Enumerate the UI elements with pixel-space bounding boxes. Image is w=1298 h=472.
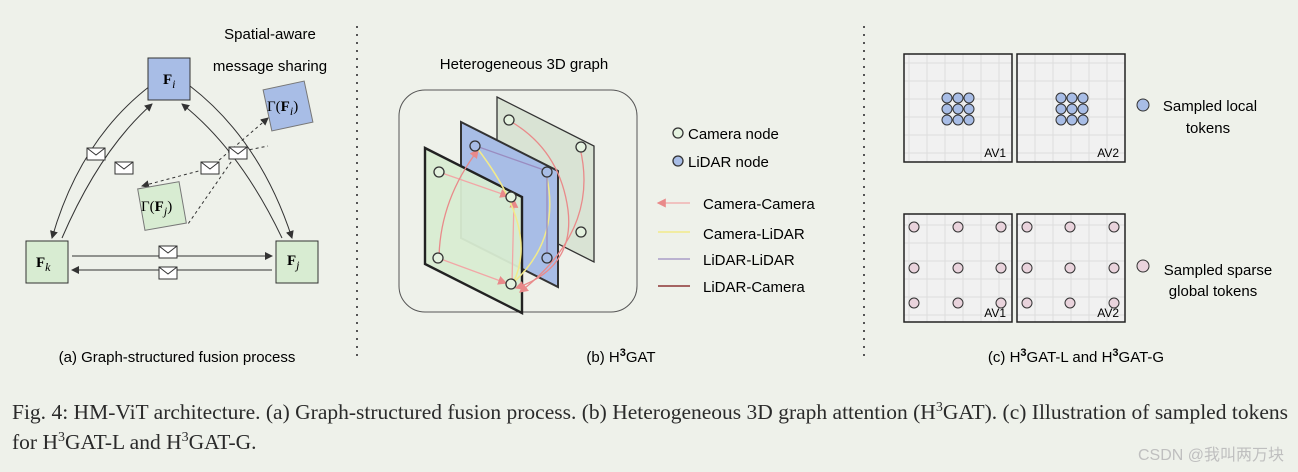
camera-node <box>505 278 517 290</box>
node-gamma-fi <box>262 80 314 132</box>
node-fi-label: Fi <box>163 72 176 91</box>
panel-a: Fi Fk Fj Γ(Fi) Γ(Fj) Spatial-aware messa… <box>25 26 327 366</box>
camera-node <box>503 114 515 126</box>
edge-fk-fi <box>61 103 153 239</box>
label-spatial-aware: Spatial-aware <box>224 26 316 43</box>
node-fk-label: Fk <box>36 255 51 274</box>
plane-camera <box>423 146 524 315</box>
edge-camera-lidar <box>476 147 522 284</box>
tile-label: AV1 <box>984 146 1006 160</box>
node-fj <box>275 240 319 284</box>
lidar-node <box>469 140 481 152</box>
node-gamma-fi-label: Γ(Fi) <box>267 99 298 118</box>
edge-camera-camera <box>437 257 508 285</box>
edge-camera-camera <box>438 171 510 198</box>
message-icon <box>200 161 220 175</box>
legend-camera-node-icon <box>672 127 684 139</box>
figure-canvas: Fi Fk Fj Γ(Fi) Γ(Fj) Spatial-aware messa… <box>25 26 1272 366</box>
legend-global-token-icon <box>1136 259 1150 273</box>
message-icon <box>114 161 134 175</box>
dashed-edge-gamma-i <box>209 117 269 169</box>
lidar-node <box>541 252 553 264</box>
caption-b: (b) H3GAT <box>586 347 655 366</box>
message-icon <box>86 147 106 161</box>
node-fj-label: Fj <box>287 253 300 272</box>
legend-lidar-lidar-label: LiDAR-LiDAR <box>703 252 795 269</box>
global-token-grid <box>1021 221 1120 309</box>
graph-title: Heterogeneous 3D graph <box>440 56 608 73</box>
edge-lidar-camera <box>509 120 570 290</box>
edge-lidar-lidar <box>475 145 545 171</box>
local-token-grid <box>941 92 975 126</box>
tile-label: AV2 <box>1097 146 1119 160</box>
panel-c: AV1 AV2 Sampled local tokens AV1 AV2 <box>903 53 1272 366</box>
legend-local-tokens-line2: tokens <box>1186 120 1230 137</box>
global-token-grid <box>908 221 1007 309</box>
dashed-edge-gamma-i-2 <box>237 145 269 153</box>
legend-local-tokens-line1: Sampled local <box>1163 98 1257 115</box>
dashed-edge-gamma-j-2 <box>187 151 239 225</box>
node-gamma-fj-label: Γ(Fj) <box>141 199 172 218</box>
panel-b: Heterogeneous 3D graph Camera node <box>398 56 815 366</box>
camera-node <box>433 166 445 178</box>
figure-caption: Fig. 4: HM-ViT architecture. (a) Graph-s… <box>12 399 1288 454</box>
legend-lidar-camera-label: LiDAR-Camera <box>703 279 805 296</box>
local-token-grid <box>1055 92 1089 126</box>
node-fk <box>25 240 69 284</box>
legend-lidar-node-icon <box>672 155 684 167</box>
camera-node <box>432 252 444 264</box>
legend-local-token-icon <box>1136 98 1150 112</box>
legend-global-tokens-line2: global tokens <box>1169 283 1257 300</box>
edge-fi-fk <box>50 85 151 239</box>
edge-lidar-camera <box>438 148 479 259</box>
label-message-sharing: message sharing <box>213 58 327 75</box>
legend-camera-node-label: Camera node <box>688 126 779 143</box>
tile-label: AV1 <box>984 306 1006 320</box>
edge-camera-camera <box>509 198 519 284</box>
legend-camera-lidar-label: Camera-LiDAR <box>703 226 805 243</box>
message-icon <box>228 146 248 160</box>
tile-label: AV2 <box>1097 306 1119 320</box>
message-icon <box>158 266 178 280</box>
edge-camera-lidar <box>512 177 551 284</box>
legend-camera-camera-label: Camera-Camera <box>703 196 815 213</box>
edge-fi-fj <box>189 85 294 239</box>
node-fi <box>147 57 191 101</box>
camera-node <box>575 141 587 153</box>
node-gamma-fj <box>137 181 187 231</box>
camera-node <box>505 191 517 203</box>
edge-lidar-camera <box>518 147 585 293</box>
caption-c: (c) H3GAT-L and H3GAT-G <box>988 347 1164 366</box>
message-icon <box>158 245 178 259</box>
lidar-node <box>541 166 553 178</box>
legend-lidar-node-label: LiDAR node <box>688 154 769 171</box>
caption-a: (a) Graph-structured fusion process <box>59 349 296 366</box>
camera-node <box>575 226 587 238</box>
watermark: CSDN @我叫两万块 <box>1137 447 1284 464</box>
edge-fj-fi <box>181 103 283 239</box>
legend-global-tokens-line1: Sampled sparse <box>1164 262 1272 279</box>
